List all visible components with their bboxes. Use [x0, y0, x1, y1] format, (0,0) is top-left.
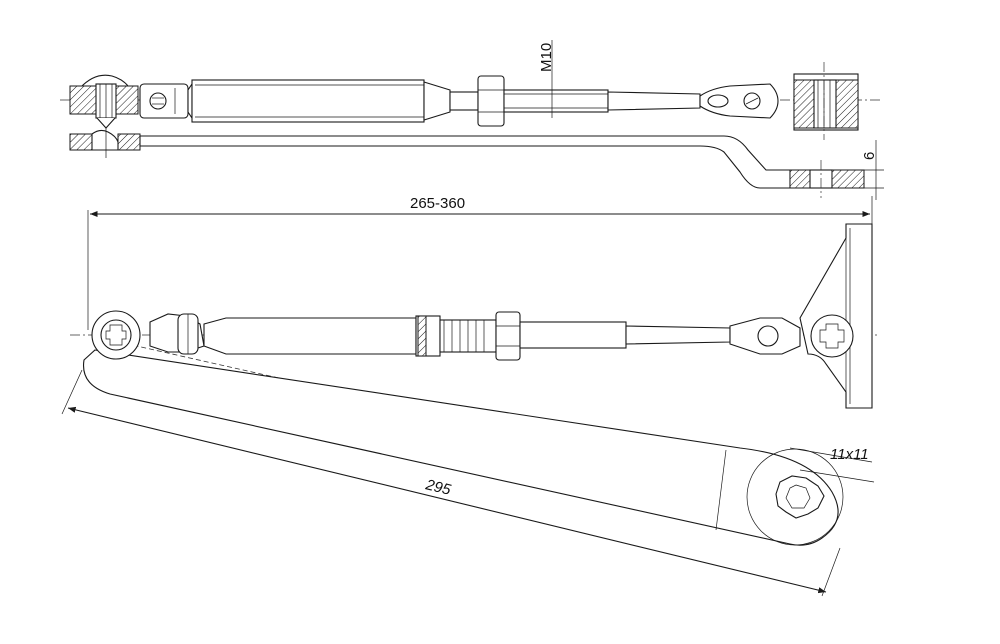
arm-length-dimension: 295 [61, 369, 841, 597]
right-hinge-section [793, 62, 859, 140]
thickness-dimension: 6 [861, 140, 884, 200]
mounting-bracket [799, 223, 873, 409]
top-view: M10 [60, 40, 884, 200]
threaded-rod [503, 89, 701, 113]
left-pivot [91, 310, 141, 360]
left-clevis [139, 83, 189, 119]
square-drive-dimension: 11x11 [789, 446, 875, 483]
arm-length-label: 295 [423, 476, 453, 499]
main-arm [82, 349, 844, 546]
bent-arm [139, 135, 865, 198]
front-view [70, 223, 880, 546]
front-left-clevis [149, 313, 205, 355]
left-hinge-section [69, 74, 141, 158]
front-nut [495, 311, 521, 361]
front-rod [519, 317, 801, 355]
right-rod-end [699, 83, 779, 119]
m10-dimension: M10 [538, 40, 556, 118]
length-range-label: 265-360 [410, 195, 465, 212]
front-tube [203, 315, 497, 357]
main-tube [187, 79, 479, 123]
thickness-label: 6 [861, 152, 878, 160]
square-drive-label: 11x11 [830, 446, 869, 463]
thread-size-label: M10 [538, 43, 555, 72]
lock-nut [477, 75, 505, 127]
length-range-dimension: 265-360 [87, 195, 873, 330]
